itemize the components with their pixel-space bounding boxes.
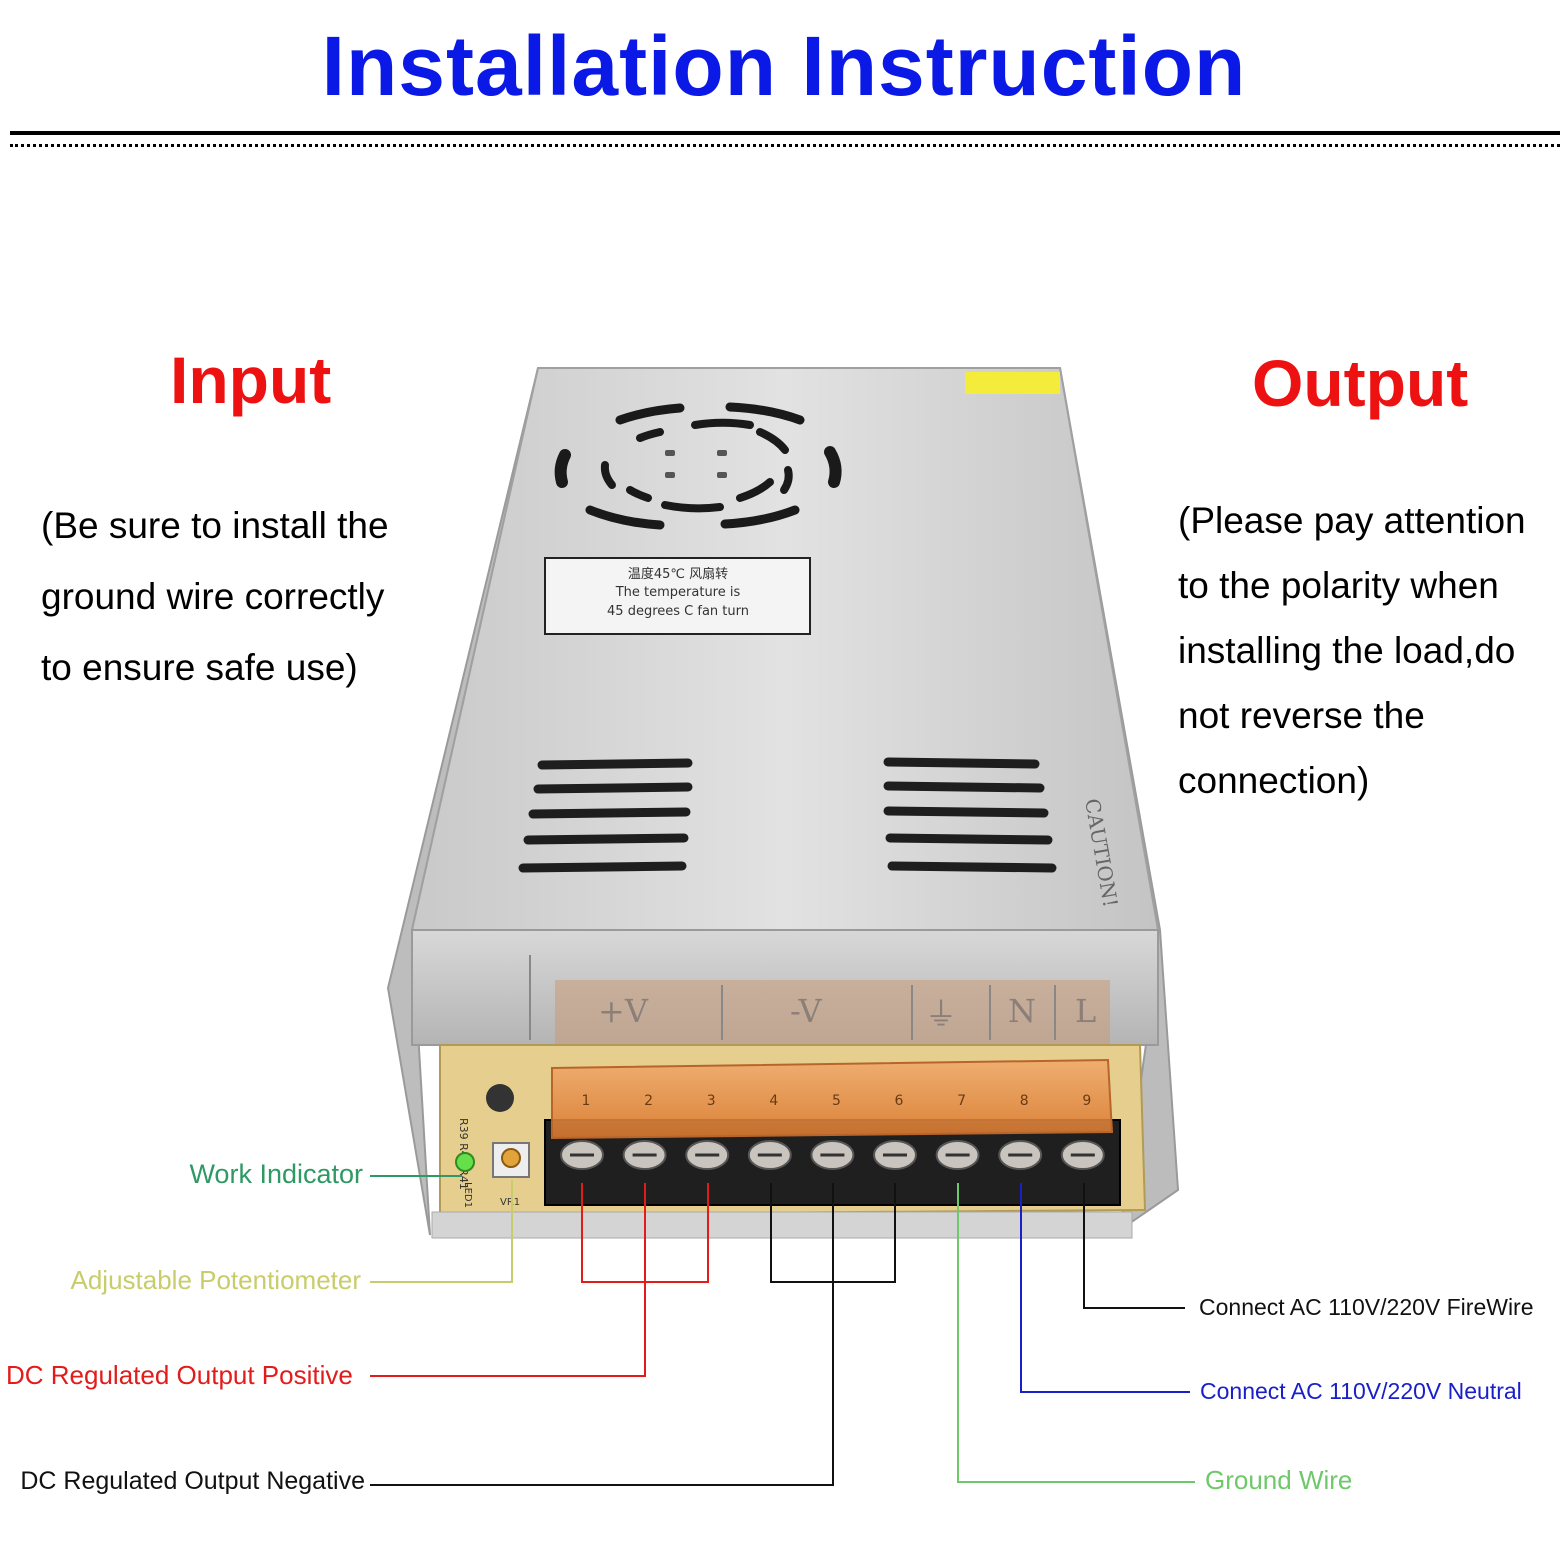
pcb-text: VR1 [500,1197,520,1208]
terminal-number: 1 [582,1093,591,1109]
dc-positive-leader [370,1183,646,1377]
terminal-number: 5 [832,1093,841,1109]
work-indicator-label: Work Indicator [189,1159,363,1189]
ground-leader [957,1183,1195,1483]
terminal-number: 7 [957,1093,966,1109]
output-note-line: to the polarity when [1178,565,1499,606]
leader-lines [370,1175,1195,1486]
fire-leader [1083,1183,1185,1309]
terminal-number: 4 [769,1093,778,1109]
pcb-text: LED1 [462,1182,473,1208]
terminal-number: 8 [1020,1093,1029,1109]
input-note-line: (Be sure to install the [41,505,389,546]
terminal-number: 6 [895,1093,904,1109]
terminal-cover [551,1058,1114,1140]
adjustable-potentiometer-label: Adjustable Potentiometer [70,1265,361,1295]
title-divider-dotted [10,144,1560,147]
dc-negative-leader [370,1183,834,1486]
terminal-number: 3 [707,1093,716,1109]
mark-plus-v: +V [598,992,649,1030]
input-heading: Input [170,343,332,417]
page-title: Installation Instruction [321,19,1247,113]
mark-ground: ⏚ [925,995,957,1033]
potentiometer-leader [370,1180,513,1283]
input-note: (Be sure to install the ground wire corr… [41,490,389,703]
mark-n: N [1008,992,1036,1030]
fan-center-holes [665,450,727,478]
ac-neutral-label: Connect AC 110V/220V Neutral [1200,1378,1522,1404]
sticker-text: 温度45℃ 风扇转 [628,566,728,582]
terminal-number: 9 [1082,1093,1091,1109]
dc-negative-label: DC Regulated Output Negative [20,1467,365,1495]
ground-wire-label: Ground Wire [1205,1465,1353,1495]
terminal-numbers: 1 2 3 4 5 6 7 8 9 [582,1093,1092,1109]
input-note-line: to ensure safe use) [41,647,358,688]
neutral-leader [1020,1183,1190,1393]
vent-slots-right [883,757,1057,873]
fan-grille-icon [554,402,842,530]
terminal-screws [560,1140,1105,1170]
led-icon [455,1152,475,1172]
terminal-cover-top [555,980,1110,1045]
temperature-sticker [544,557,811,635]
sticker-text: The temperature is [615,585,741,600]
bottom-plate [431,1211,1133,1239]
dc-positive-label: DC Regulated Output Positive [6,1360,353,1390]
input-note-line: ground wire correctly [41,576,385,617]
title-divider-solid [10,131,1560,135]
screw-hole [486,1084,514,1112]
output-heading: Output [1252,346,1469,420]
vent-slots-left [518,758,693,873]
terminal-markings: +V -V ⏚ N L [598,992,1096,1033]
ac-fire-label: Connect AC 110V/220V FireWire [1199,1294,1534,1320]
output-note-line: not reverse the [1178,695,1425,736]
output-note: (Please pay attention to the polarity wh… [1178,488,1526,813]
mark-minus-v: -V [790,992,822,1030]
sticker-text: 45 degrees C fan turn [607,604,749,619]
output-note-line: connection) [1178,760,1370,801]
output-note-line: (Please pay attention [1178,500,1526,541]
output-note-line: installing the load,do [1178,630,1516,671]
terminal-number: 2 [644,1093,653,1109]
yellow-tag [965,372,1060,394]
mark-l: L [1075,992,1096,1030]
